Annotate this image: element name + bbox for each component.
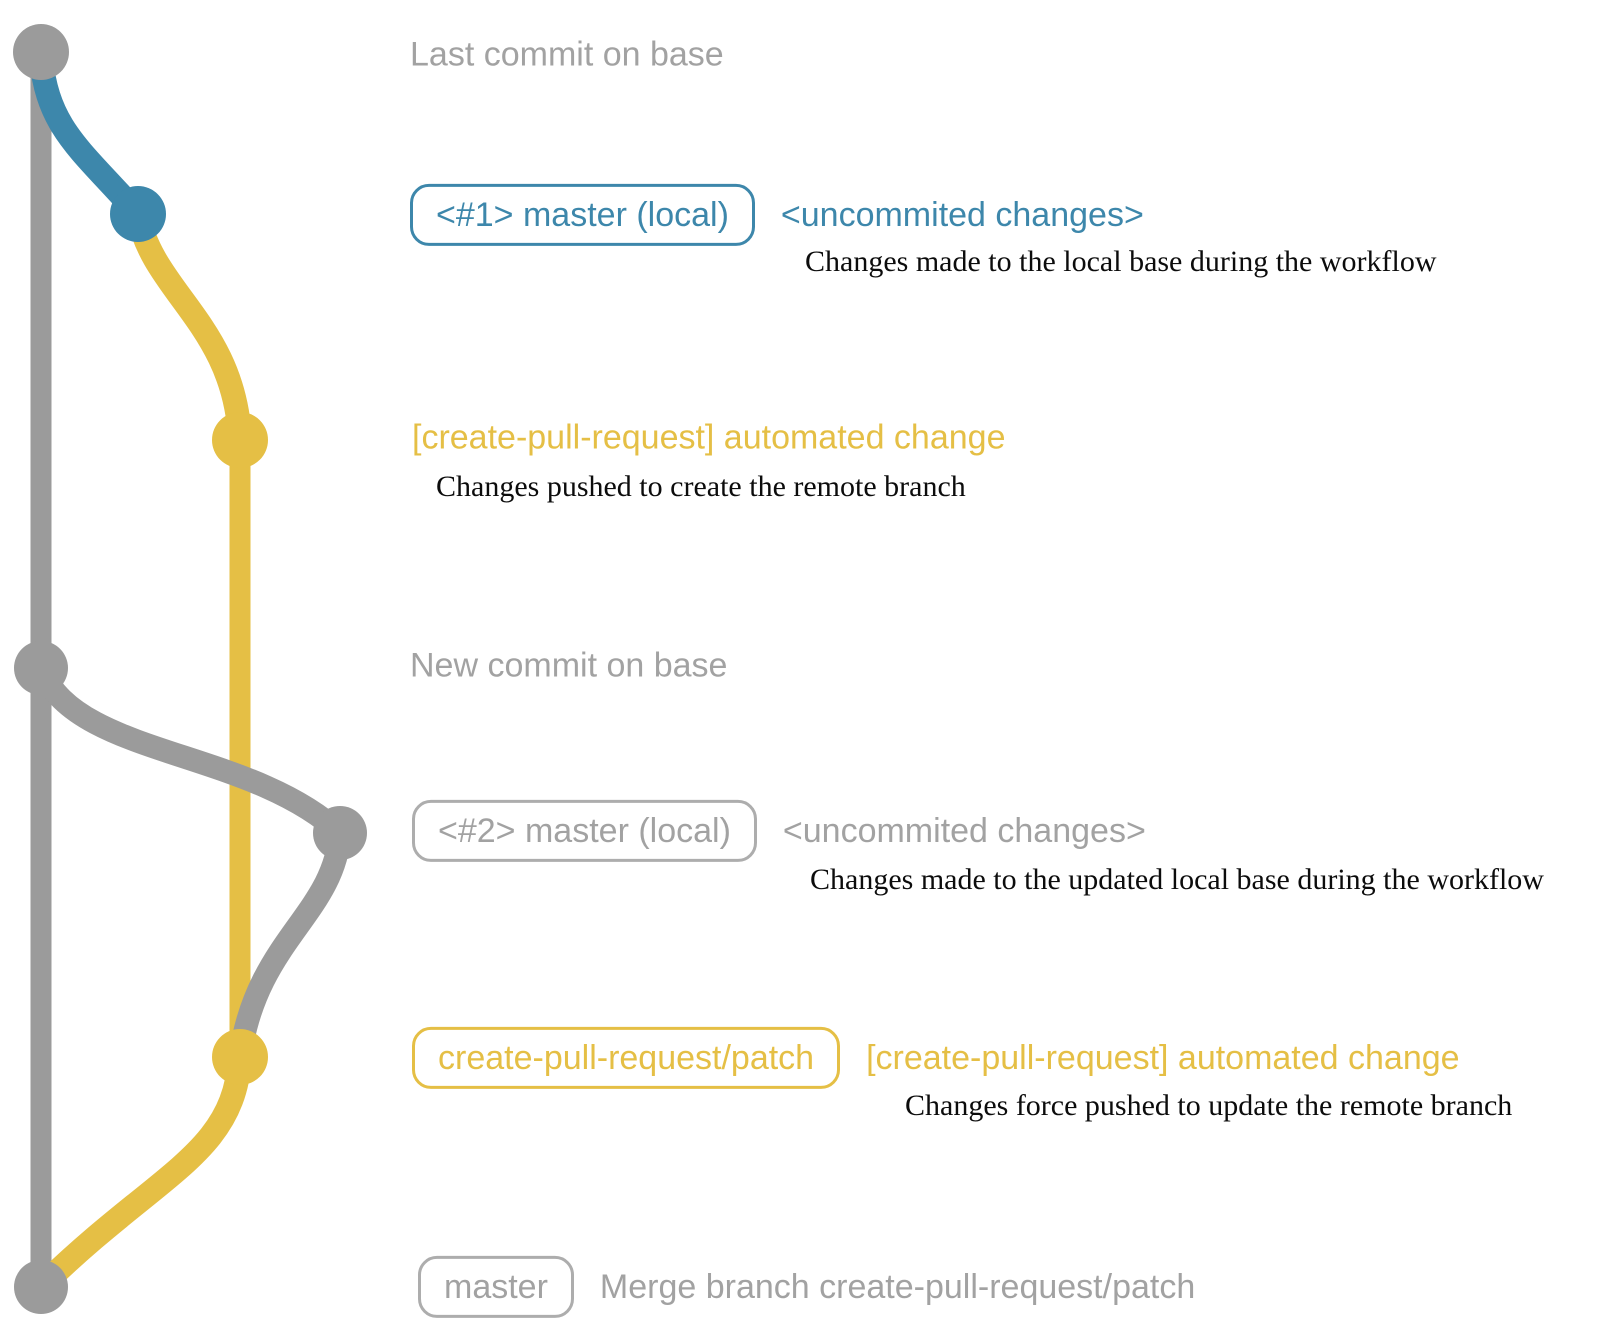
uncommited-changes-note-1: <uncommited changes> — [780, 195, 1144, 234]
caption-local-changes-1: Changes made to the local base during th… — [805, 245, 1437, 278]
patch-branch-merge-curve — [29, 1045, 252, 1299]
caption-push-create: Changes pushed to create the remote bran… — [436, 470, 966, 503]
uncommited-changes-note-2: <uncommited changes> — [782, 811, 1146, 850]
row-automated-change-2: create-pull-request/patch [create-pull-r… — [412, 1026, 1460, 1090]
commit-dot-local-1 — [110, 186, 166, 242]
caption-local-changes-2: Changes made to the updated local base d… — [810, 863, 1544, 896]
commit-dot-last-base — [13, 24, 69, 80]
patch-branch-create-curve — [126, 202, 252, 452]
automated-change-note-2: [create-pull-request] automated change — [866, 1038, 1460, 1077]
commit-dot-patch-1 — [212, 412, 268, 468]
row-merge: master Merge branch create-pull-request/… — [418, 1255, 1196, 1319]
commit-dot-patch-2 — [212, 1029, 268, 1085]
branch-badge-patch: create-pull-request/patch — [412, 1026, 841, 1090]
row-commit-1: <#1> master (local) <uncommited changes> — [410, 183, 1144, 247]
row-automated-change-1: [create-pull-request] automated change — [412, 418, 1005, 459]
row-last-commit-on-base: Last commit on base — [410, 35, 724, 76]
branch-badge-master-local-1: <#1> master (local) — [410, 183, 755, 247]
branch-badge-master: master — [418, 1255, 574, 1319]
merge-note: Merge branch create-pull-request/patch — [599, 1267, 1196, 1306]
force-push-curve — [228, 821, 352, 1069]
commit-dot-new-base — [14, 641, 68, 695]
caption-force-push: Changes force pushed to update the remot… — [905, 1089, 1513, 1122]
automated-change-note-1: [create-pull-request] automated change — [412, 418, 1006, 457]
updated-local-master-branch-curve — [29, 656, 352, 845]
row-commit-2: <#2> master (local) <uncommited changes> — [412, 799, 1146, 863]
last-commit-label: Last commit on base — [410, 35, 724, 74]
commit-dot-local-2 — [313, 806, 367, 860]
branch-badge-master-local-2: <#2> master (local) — [412, 799, 757, 863]
commit-dot-merge — [14, 1260, 68, 1314]
row-new-commit-on-base: New commit on base — [410, 646, 727, 687]
local-master-branch-curve — [29, 46, 150, 226]
new-commit-label: New commit on base — [410, 646, 728, 685]
